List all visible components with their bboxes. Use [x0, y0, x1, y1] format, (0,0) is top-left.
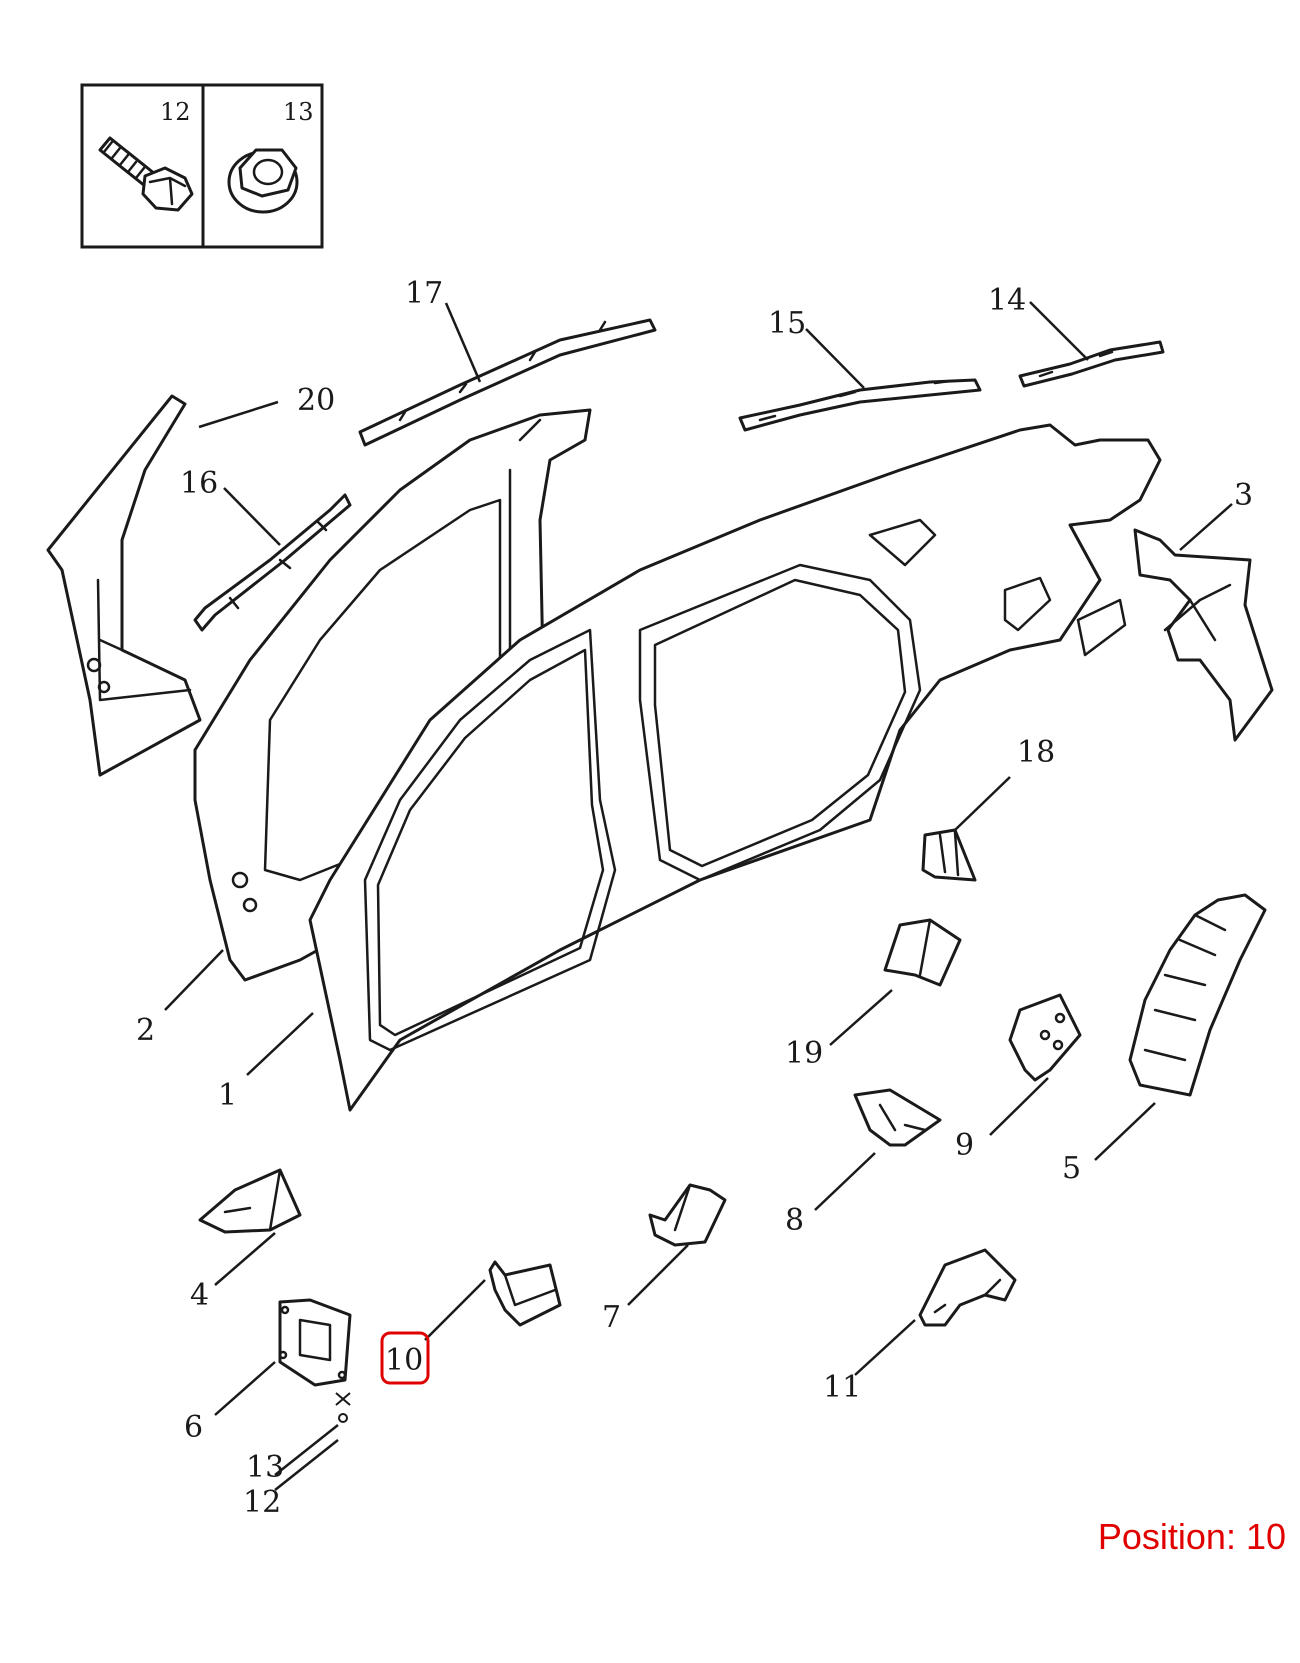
callout-20[interactable]: 20	[297, 383, 335, 418]
leader-lines	[164, 301, 1233, 1491]
callout-10[interactable]: 10	[385, 1343, 423, 1378]
part-17-roof-rail	[358, 318, 657, 447]
part-3-rear-extension	[1133, 528, 1274, 742]
callout-12-lower[interactable]: 12	[243, 1485, 281, 1520]
callout-15[interactable]: 15	[768, 306, 806, 341]
part-6-plate	[278, 1298, 352, 1387]
callout-11[interactable]: 11	[823, 1370, 861, 1405]
callout-9[interactable]: 9	[955, 1128, 974, 1163]
callout-16[interactable]: 16	[180, 466, 218, 501]
callout-1[interactable]: 1	[218, 1078, 237, 1113]
callout-2[interactable]: 2	[136, 1013, 155, 1048]
part-18-bracket	[921, 828, 977, 882]
callout-14[interactable]: 14	[988, 283, 1026, 318]
part-10-bracket	[488, 1260, 562, 1327]
part-7-bracket	[648, 1183, 727, 1247]
callout-3[interactable]: 3	[1234, 478, 1253, 513]
callout-17[interactable]: 17	[405, 276, 443, 311]
callout-4[interactable]: 4	[190, 1278, 209, 1313]
fastener-inset: 12 13	[80, 83, 324, 249]
callout-6[interactable]: 6	[184, 1410, 203, 1445]
highlight-box	[380, 1331, 430, 1385]
part-19-bracket	[883, 918, 962, 987]
part-20-front-pillar	[46, 394, 202, 777]
part-4-bracket	[198, 1168, 302, 1234]
callout-13-lower[interactable]: 13	[246, 1450, 284, 1485]
part-9-bracket	[1008, 993, 1082, 1082]
callout-19[interactable]: 19	[785, 1036, 823, 1071]
callout-7[interactable]: 7	[602, 1300, 621, 1335]
part-11-bracket	[918, 1248, 1017, 1327]
nut-icon	[227, 148, 299, 214]
position-label: Position: 10	[1097, 1516, 1286, 1557]
inset-label-13: 13	[283, 98, 314, 126]
part-8-bracket	[853, 1088, 942, 1147]
inset-label-12: 12	[160, 98, 191, 126]
part-14-rail-strip	[1018, 340, 1165, 388]
part-15-rail-strip	[738, 378, 982, 432]
bolt-icon	[98, 136, 194, 212]
callout-numbers: 20 16 17 15 14 3 2 1 18 19 9 5 8 7 4 6 1…	[136, 276, 1253, 1520]
callout-5[interactable]: 5	[1062, 1151, 1081, 1186]
part-16-bracket	[193, 493, 352, 632]
part-1-body-side-outer	[308, 423, 1162, 1112]
part-5-sill-reinforcement	[1128, 893, 1267, 1097]
callout-18[interactable]: 18	[1017, 735, 1055, 770]
callout-8[interactable]: 8	[785, 1203, 804, 1238]
fastener-symbols	[335, 1392, 351, 1423]
